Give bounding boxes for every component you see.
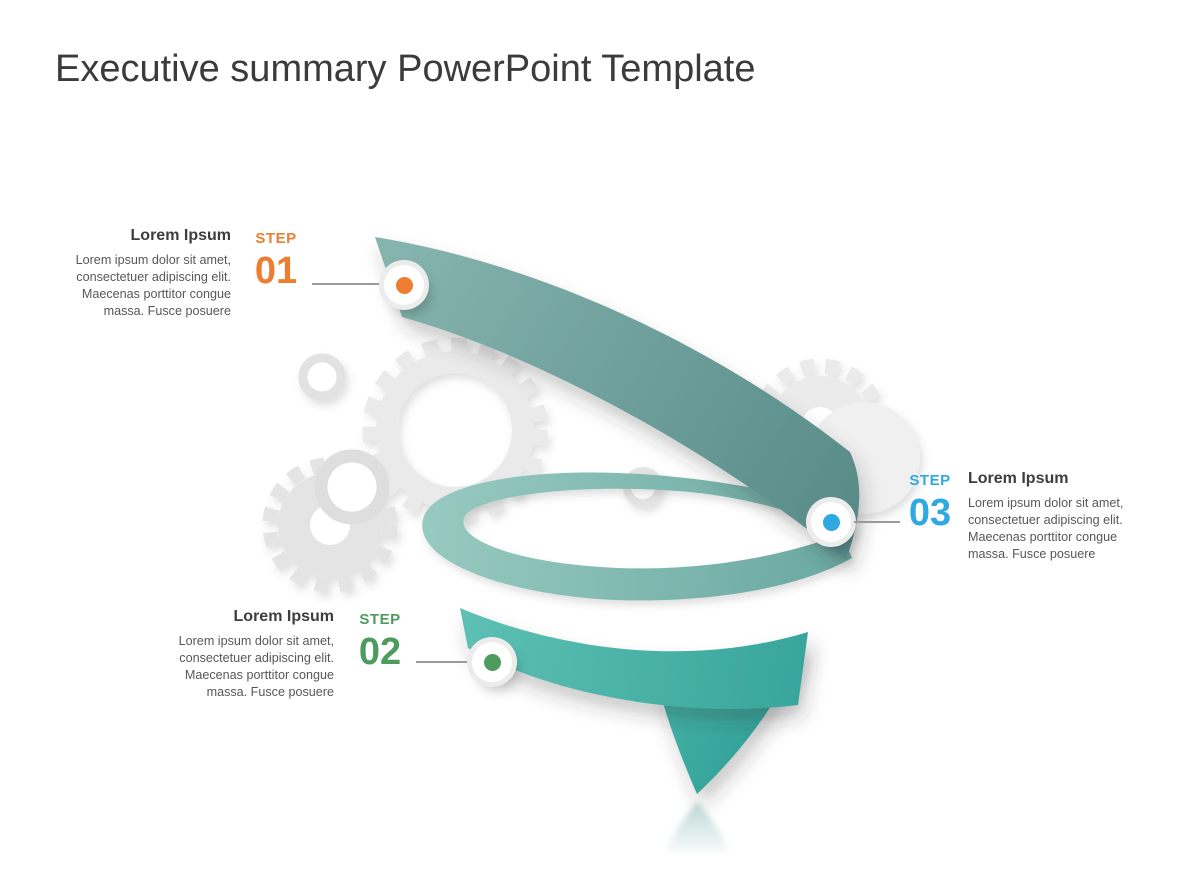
step3-body: Lorem ipsum dolor sit amet, consectetuer… bbox=[968, 495, 1158, 563]
ribbon-band-1 bbox=[375, 237, 860, 560]
gear-icon bbox=[262, 457, 398, 593]
body-line: consectetuer adipiscing elit. bbox=[76, 269, 231, 284]
step3-label: STEP 03 bbox=[898, 472, 962, 534]
ribbon-band-4 bbox=[659, 636, 806, 794]
background-gears bbox=[262, 337, 920, 593]
step2-marker-dot bbox=[483, 653, 501, 671]
body-line: massa. Fusce posuere bbox=[206, 684, 334, 699]
step1-marker-dot bbox=[395, 276, 413, 294]
step1-connector-line bbox=[312, 283, 382, 285]
step2-label: STEP 02 bbox=[348, 611, 412, 673]
step3-heading: Lorem Ipsum bbox=[968, 470, 1069, 487]
body-line: Lorem ipsum dolor sit amet, bbox=[968, 496, 1124, 510]
step2-text-block: Lorem Ipsum Lorem ipsum dolor sit amet, … bbox=[156, 608, 334, 701]
body-line: massa. Fusce posuere bbox=[103, 303, 231, 318]
step3-label-word: STEP bbox=[909, 472, 951, 489]
body-line: Lorem ipsum dolor sit amet, bbox=[178, 634, 334, 648]
ribbon-band-2 bbox=[422, 472, 852, 601]
step3-number: 03 bbox=[908, 491, 952, 534]
step3-connector-line bbox=[854, 521, 900, 523]
step3-text-block: Lorem Ipsum Lorem ipsum dolor sit amet, … bbox=[968, 470, 1158, 563]
body-line: Maecenas porttitor congue bbox=[81, 286, 231, 301]
gear-icon bbox=[752, 358, 888, 494]
spiral-ribbon bbox=[375, 237, 860, 852]
body-line: consectetuer adipiscing elit. bbox=[179, 650, 334, 665]
ribbon-band-3 bbox=[460, 608, 808, 709]
ring-icon bbox=[298, 353, 346, 401]
body-line: Maecenas porttitor congue bbox=[184, 667, 334, 682]
ring-icon bbox=[314, 449, 390, 525]
step2-heading: Lorem Ipsum bbox=[233, 608, 334, 625]
step1-label-word: STEP bbox=[255, 230, 297, 247]
step2-connector-line bbox=[416, 661, 468, 663]
step1-body: Lorem ipsum dolor sit amet, consectetuer… bbox=[53, 252, 231, 320]
step1-label: STEP 01 bbox=[244, 230, 308, 292]
step2-number: 02 bbox=[358, 630, 402, 673]
gear-icon bbox=[362, 337, 548, 523]
step2-marker bbox=[472, 642, 512, 682]
body-line: massa. Fusce posuere bbox=[968, 546, 1096, 561]
body-line: consectetuer adipiscing elit. bbox=[968, 512, 1123, 527]
step2-label-word: STEP bbox=[359, 611, 401, 628]
step3-marker-dot bbox=[822, 513, 840, 531]
ring-icon bbox=[623, 467, 663, 507]
body-line: Lorem ipsum dolor sit amet, bbox=[75, 253, 231, 267]
step3-marker bbox=[811, 502, 851, 542]
step1-marker bbox=[384, 265, 424, 305]
slide-title: Executive summary PowerPoint Template bbox=[55, 48, 756, 90]
body-line: Maecenas porttitor congue bbox=[968, 529, 1118, 544]
step1-heading: Lorem Ipsum bbox=[130, 227, 231, 244]
ribbon-reflection bbox=[666, 802, 728, 852]
step1-text-block: Lorem Ipsum Lorem ipsum dolor sit amet, … bbox=[53, 227, 231, 320]
step1-number: 01 bbox=[254, 249, 298, 292]
step2-body: Lorem ipsum dolor sit amet, consectetuer… bbox=[156, 633, 334, 701]
